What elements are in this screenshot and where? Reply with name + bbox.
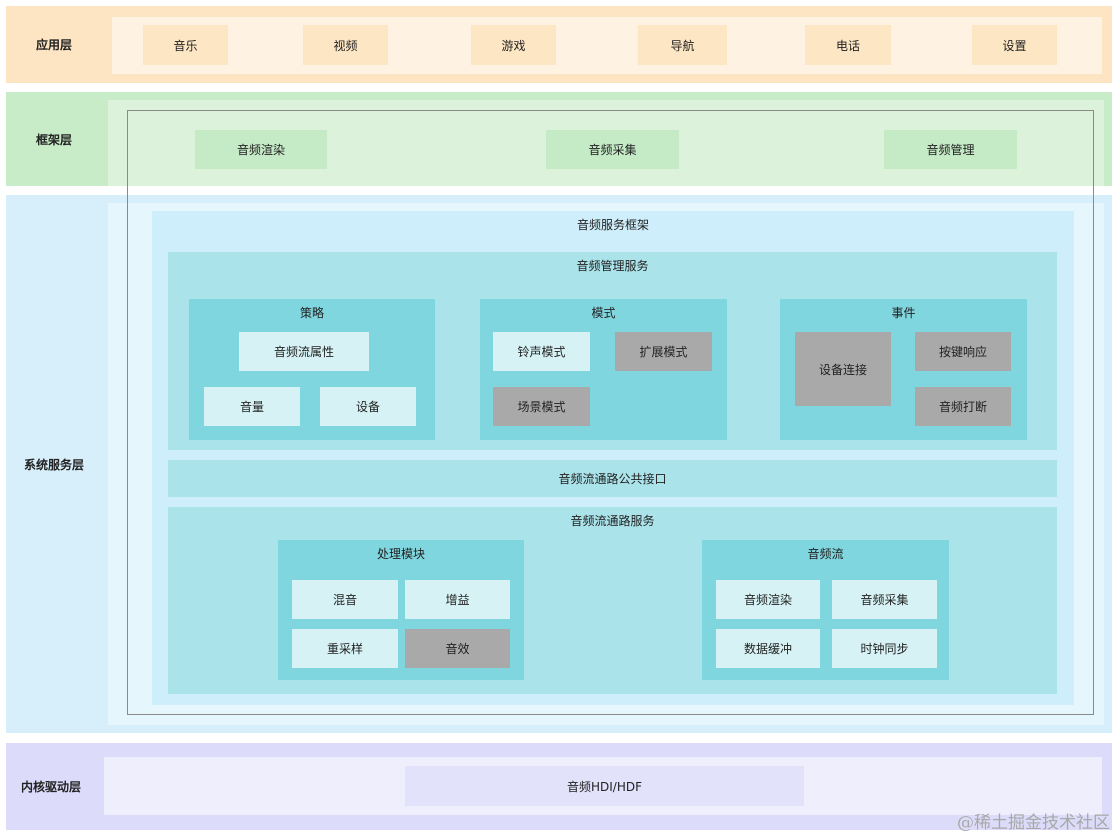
- framework-item-render: 音频渲染: [195, 130, 327, 169]
- system-layer-label: 系统服务层: [23, 457, 84, 472]
- event-audio-interrupt: 音频打断: [915, 387, 1011, 426]
- stream-pipeline-service-title: 音频流通路服务: [570, 513, 655, 528]
- kernel-layer-label: 内核驱动层: [20, 780, 81, 794]
- mode-module-title: 模式: [591, 305, 616, 320]
- event-key-response: 按键响应: [915, 332, 1011, 371]
- app-item-game: 游戏: [471, 25, 556, 65]
- framework-item-management: 音频管理: [884, 130, 1017, 169]
- audio-stream-module-title: 音频流: [807, 546, 844, 561]
- audio-service-framework-title: 音频服务框架: [576, 217, 649, 232]
- app-item-phone: 电话: [805, 25, 891, 65]
- app-item-video: 视频: [303, 25, 388, 65]
- processing-effect: 音效: [405, 629, 510, 668]
- app-item-settings: 设置: [972, 25, 1057, 65]
- stream-clock-sync: 时钟同步: [832, 629, 937, 668]
- audio-management-service-title: 音频管理服务: [576, 258, 649, 273]
- policy-module-title: 策略: [299, 305, 324, 320]
- processing-resample: 重采样: [292, 629, 398, 668]
- framework-item-capture: 音频采集: [546, 130, 679, 169]
- policy-volume: 音量: [204, 387, 300, 426]
- watermark: @稀土掘金技术社区: [957, 813, 1110, 833]
- policy-device: 设备: [320, 387, 416, 426]
- stream-buffer: 数据缓冲: [716, 629, 820, 668]
- stream-render: 音频渲染: [716, 580, 820, 619]
- stream-capture: 音频采集: [832, 580, 937, 619]
- processing-module-title: 处理模块: [376, 546, 425, 561]
- processing-mix: 混音: [292, 580, 398, 619]
- mode-ringtone: 铃声模式: [493, 332, 590, 371]
- app-layer-label: 应用层: [35, 38, 72, 52]
- stream-common-interface: 音频流通路公共接口: [168, 460, 1057, 497]
- processing-gain: 增益: [405, 580, 510, 619]
- app-item-navigation: 导航: [638, 25, 727, 65]
- event-device-connect: 设备连接: [795, 332, 891, 406]
- framework-layer-label: 框架层: [35, 132, 72, 147]
- app-item-music: 音乐: [143, 25, 228, 65]
- mode-extended: 扩展模式: [615, 332, 712, 371]
- event-module-title: 事件: [891, 305, 916, 320]
- app-layer-inner: [112, 17, 1102, 74]
- policy-stream-attr: 音频流属性: [239, 332, 369, 371]
- kernel-hdi-hdf: 音频HDI/HDF: [405, 766, 804, 806]
- mode-scene: 场景模式: [493, 387, 590, 426]
